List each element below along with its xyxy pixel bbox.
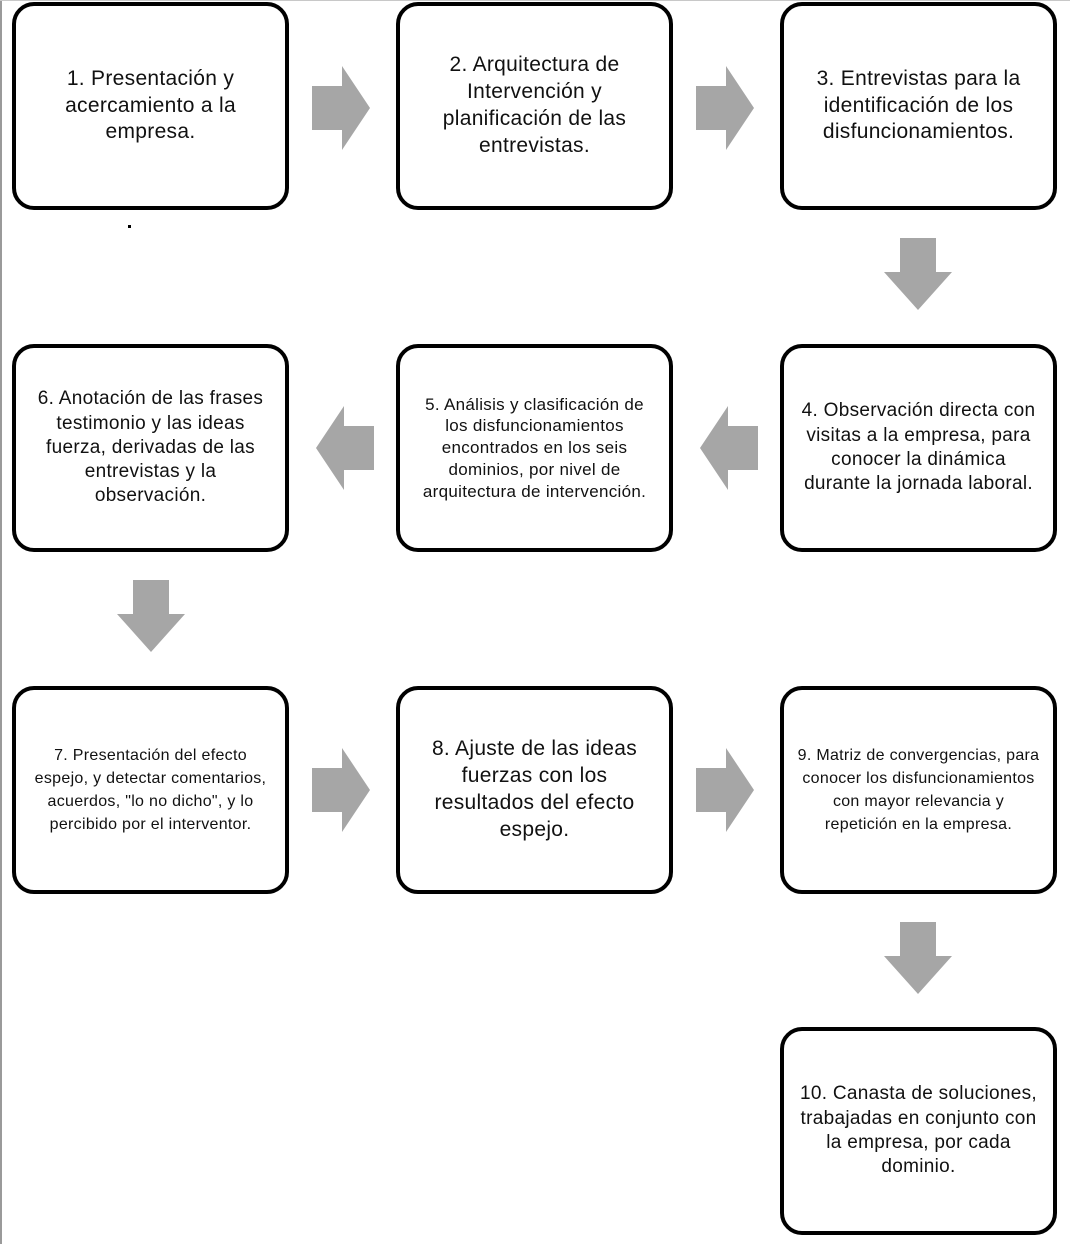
arrow-down-6-7-shape bbox=[117, 580, 185, 652]
arrow-right-1-2 bbox=[312, 66, 370, 150]
top-frame-border bbox=[0, 0, 1070, 1]
arrow-right-7-8-shape bbox=[312, 748, 370, 832]
arrow-right-7-8 bbox=[312, 748, 370, 832]
arrow-right-1-2-shape bbox=[312, 66, 370, 150]
step-3-box: 3. Entrevistas para la identificación de… bbox=[780, 2, 1057, 210]
step-8-box: 8. Ajuste de las ideas fuerzas con los r… bbox=[396, 686, 673, 894]
step-7-label: 7. Presentación del efecto espejo, y det… bbox=[34, 746, 267, 834]
step-2-label: 2. Arquitectura de Intervención y planif… bbox=[442, 53, 627, 157]
step-6-label: 6. Anotación de las frases testimonio y … bbox=[37, 388, 264, 507]
stray-dot bbox=[128, 225, 131, 228]
step-10-label: 10. Canasta de soluciones, trabajadas en… bbox=[799, 1083, 1037, 1178]
step-3-label: 3. Entrevistas para la identificación de… bbox=[816, 66, 1021, 144]
arrow-down-9-10-shape bbox=[884, 922, 952, 994]
step-8-label: 8. Ajuste de las ideas fuerzas con los r… bbox=[431, 737, 638, 841]
step-7-box: 7. Presentación del efecto espejo, y det… bbox=[12, 686, 289, 894]
arrow-left-5-6 bbox=[316, 406, 374, 490]
step-1-box: 1. Presentación y acercamiento a la empr… bbox=[12, 2, 289, 210]
step-4-label: 4. Observación directa con visitas a la … bbox=[801, 400, 1036, 495]
arrow-right-8-9-shape bbox=[696, 748, 754, 832]
arrow-down-3-4-shape bbox=[884, 238, 952, 310]
step-2-box: 2. Arquitectura de Intervención y planif… bbox=[396, 2, 673, 210]
step-6-box: 6. Anotación de las frases testimonio y … bbox=[12, 344, 289, 552]
arrow-left-5-6-shape bbox=[316, 406, 374, 490]
arrow-right-8-9 bbox=[696, 748, 754, 832]
step-5-box: 5. Análisis y clasificación de los disfu… bbox=[396, 344, 673, 552]
arrow-down-9-10 bbox=[884, 922, 952, 994]
step-9-label: 9. Matriz de convergencias, para conocer… bbox=[797, 746, 1040, 834]
step-9-box: 9. Matriz de convergencias, para conocer… bbox=[780, 686, 1057, 894]
arrow-left-4-5-shape bbox=[700, 406, 758, 490]
arrow-left-4-5 bbox=[700, 406, 758, 490]
left-frame-border bbox=[0, 0, 2, 1244]
step-1-label: 1. Presentación y acercamiento a la empr… bbox=[65, 66, 236, 144]
arrow-right-2-3-shape bbox=[696, 66, 754, 150]
arrow-down-3-4 bbox=[884, 238, 952, 310]
step-5-label: 5. Análisis y clasificación de los disfu… bbox=[422, 394, 647, 501]
step-4-box: 4. Observación directa con visitas a la … bbox=[780, 344, 1057, 552]
arrow-right-2-3 bbox=[696, 66, 754, 150]
arrow-down-6-7 bbox=[117, 580, 185, 652]
step-10-box: 10. Canasta de soluciones, trabajadas en… bbox=[780, 1027, 1057, 1235]
